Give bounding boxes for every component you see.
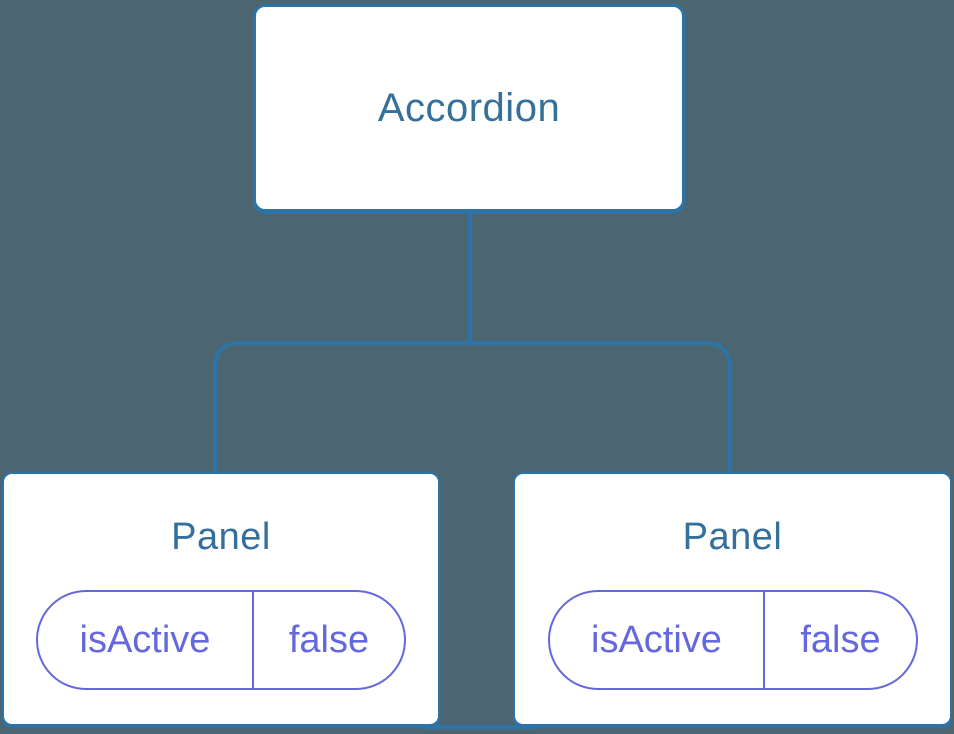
state-value: false (288, 618, 370, 661)
state-value: false (800, 618, 881, 661)
state-pill: isActive false (547, 590, 918, 690)
panel-node-label: Panel (171, 516, 271, 558)
state-pill: isActive false (36, 590, 406, 690)
panel-node-label: Panel (682, 516, 783, 558)
panel-node-right: Panel isActive false (513, 472, 952, 726)
connector-branch-line (213, 341, 732, 472)
accordion-node: Accordion (253, 4, 685, 212)
panel-node-left: Panel isActive false (2, 472, 440, 726)
state-key: isActive (550, 592, 766, 688)
state-key: isActive (38, 592, 254, 688)
accordion-node-label: Accordion (377, 85, 561, 130)
